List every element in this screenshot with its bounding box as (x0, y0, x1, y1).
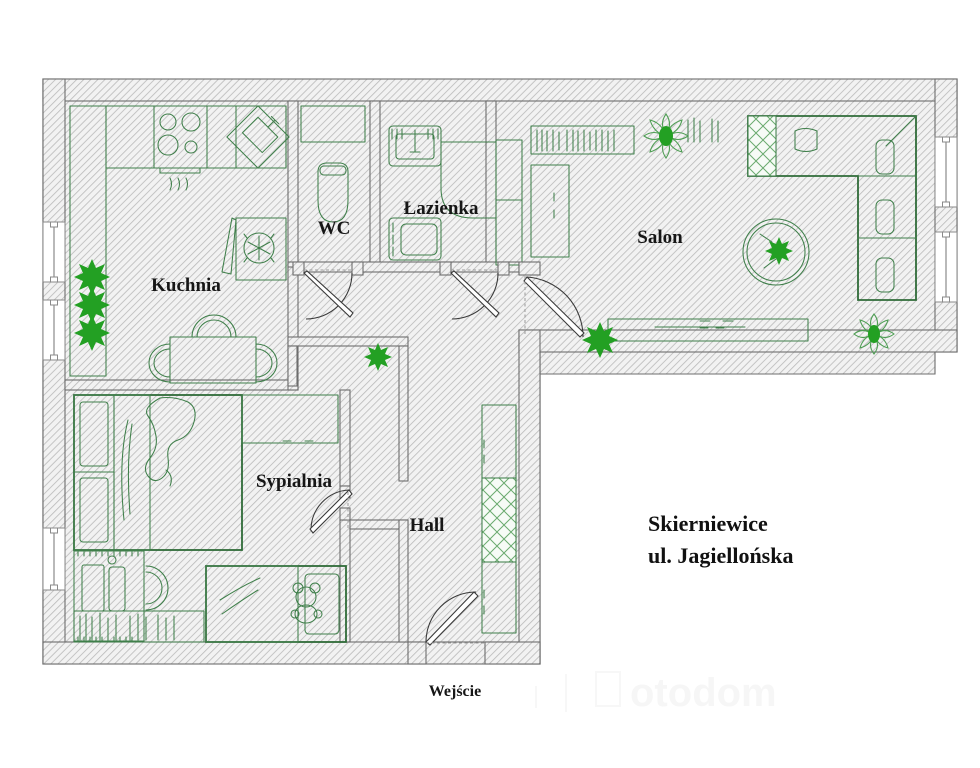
plant-icon (74, 287, 110, 323)
door-sypialnia (309, 485, 353, 534)
plant-icon (853, 313, 895, 355)
plant-icon (74, 315, 110, 351)
annotation-label-wejscie: Wejście (429, 683, 481, 700)
desk (73, 550, 169, 643)
window-right-lower (934, 231, 958, 303)
bathroom-fixtures (388, 125, 523, 266)
coffee-table (742, 218, 810, 286)
salon-furniture (530, 113, 917, 358)
room-label-salon: Salon (637, 227, 683, 248)
room-label-sypialnia: Sypialnia (256, 471, 333, 492)
wc-fixtures (300, 105, 366, 223)
address-street: ul. Jagiellońska (648, 543, 793, 568)
room-label-wc: WC (318, 218, 351, 239)
plant-icon (765, 237, 793, 265)
room-label-hall: Hall (410, 515, 445, 536)
low-bookshelf (73, 610, 205, 643)
room-label-kuchnia: Kuchnia (151, 275, 221, 296)
toilet-icon (317, 162, 349, 223)
double-bed (73, 394, 243, 551)
plant-icon (582, 322, 618, 358)
address-block: Skierniewice ul. Jagiellońska (648, 511, 793, 568)
door-lazienka (450, 270, 500, 320)
hall-wardrobe (481, 404, 517, 634)
window-left-lower (42, 299, 66, 361)
watermark: otodom (535, 671, 777, 715)
exterior-walls (42, 78, 958, 665)
kitchen-furniture (69, 105, 290, 384)
window-right-upper (934, 136, 958, 208)
teddy-bear-icon (290, 582, 323, 624)
window-left-bedroom (42, 527, 66, 591)
hall-furniture (425, 404, 517, 646)
kitchen-window-plants (74, 259, 110, 351)
bedroom-furniture (73, 394, 353, 643)
bookshelf-salon (530, 125, 635, 155)
address-city: Skierniewice (648, 511, 768, 536)
child-bed (205, 565, 347, 643)
corner-sofa (747, 115, 917, 301)
door-wc (303, 270, 354, 320)
plant-icon (74, 259, 110, 295)
entrance-door (425, 591, 485, 646)
plant-icon (364, 343, 392, 371)
windows (42, 136, 958, 591)
watermark-text: otodom (630, 671, 777, 715)
door-salon (518, 261, 585, 338)
room-labels: Kuchnia WC Łazienka Salon Sypialnia Hall… (151, 198, 683, 700)
room-label-lazienka: Łazienka (404, 198, 479, 219)
plant-icon (643, 113, 689, 159)
interior-walls (64, 100, 541, 665)
doors-upper (292, 261, 585, 338)
window-left-upper (42, 221, 66, 283)
washing-machine-icon (388, 217, 442, 261)
